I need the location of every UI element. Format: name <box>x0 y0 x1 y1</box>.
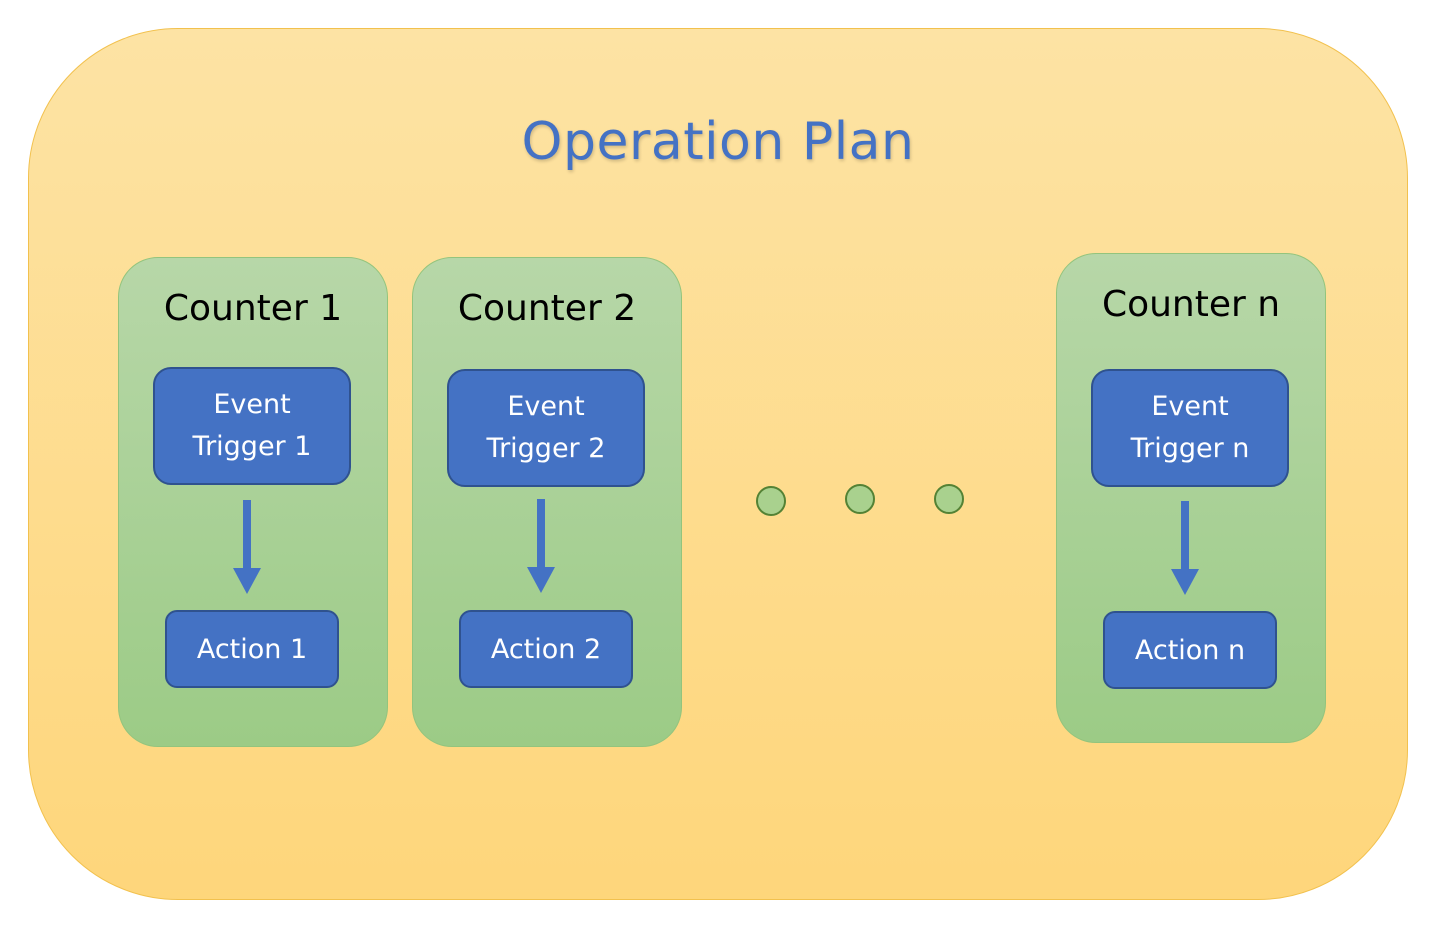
counter-1: Counter 1 Event Trigger 1 Action 1 <box>118 257 388 747</box>
ellipsis-dot <box>756 486 786 516</box>
action-box: Action n <box>1103 611 1277 689</box>
diagram-title: Operation Plan <box>521 112 915 172</box>
event-label-line2: Trigger 2 <box>486 433 606 464</box>
action-box: Action 1 <box>165 610 339 688</box>
ellipsis-dot <box>934 484 964 514</box>
event-label-line1: Event <box>1151 391 1229 422</box>
event-trigger-box: Event Trigger 1 <box>153 367 351 485</box>
ellipsis-dot <box>845 484 875 514</box>
event-label-line2: Trigger 1 <box>192 431 312 462</box>
arrow-down-icon <box>527 499 555 593</box>
counter-title: Counter 2 <box>457 288 637 329</box>
action-box: Action 2 <box>459 610 633 688</box>
event-label-line1: Event <box>213 389 291 420</box>
arrow-down-icon <box>1171 501 1199 595</box>
event-trigger-box: Event Trigger n <box>1091 369 1289 487</box>
counter-2: Counter 2 Event Trigger 2 Action 2 <box>412 257 682 747</box>
event-label-line1: Event <box>507 391 585 422</box>
counter-n: Counter n Event Trigger n Action n <box>1056 253 1326 743</box>
counter-title: Counter 1 <box>163 288 343 329</box>
arrow-down-icon <box>233 500 261 594</box>
event-trigger-box: Event Trigger 2 <box>447 369 645 487</box>
event-label-line2: Trigger n <box>1130 433 1250 464</box>
counter-title: Counter n <box>1101 284 1281 325</box>
